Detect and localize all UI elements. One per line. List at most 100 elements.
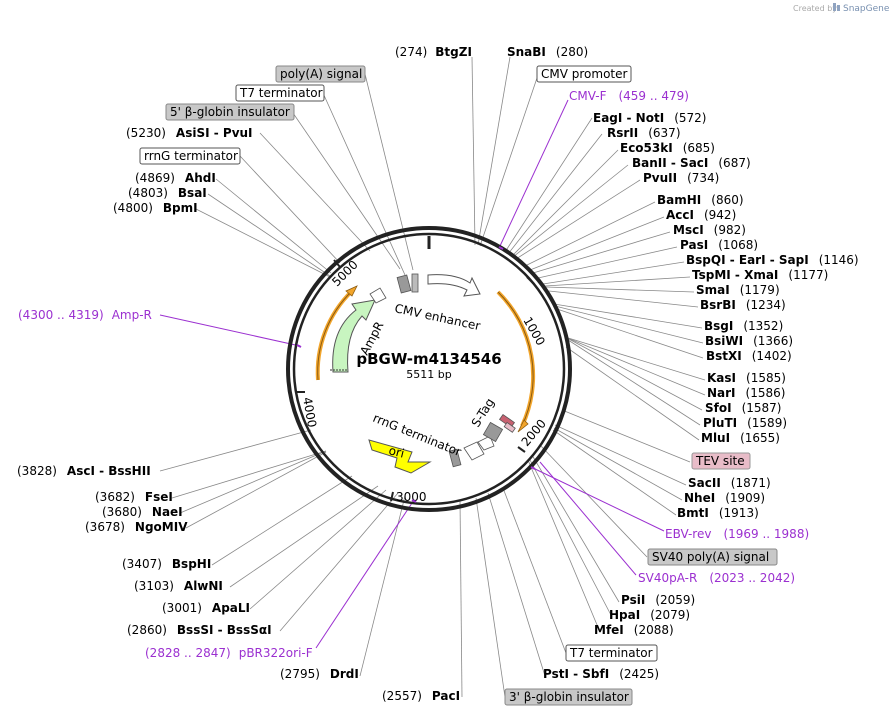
enzyme-label: PluTI(1589) — [703, 416, 787, 430]
enzyme-label: MscI(982) — [673, 223, 746, 237]
polya-signal-feature — [396, 274, 412, 294]
t7-terminator-feature — [448, 448, 462, 468]
enzyme-label: (3828)AscI - BssHII — [17, 464, 151, 478]
feature-label: SV40 poly(A) signal — [652, 550, 769, 564]
enzyme-label: (4869)AhdI — [135, 171, 216, 185]
enzyme-label: (3682)FseI — [95, 490, 173, 504]
stag-feature — [498, 413, 516, 429]
orf-arrow-right — [517, 419, 529, 433]
feature-box — [565, 644, 658, 662]
feature-box — [275, 65, 366, 83]
enzyme-label: EagI - NotI(572) — [593, 111, 706, 125]
tick-label-4000: 4000 — [300, 396, 319, 429]
orf-arrow-left — [345, 285, 358, 297]
enzyme-label: BspQI - EarI - SapI(1146) — [686, 253, 859, 267]
feature-box — [235, 84, 325, 102]
primer-label: CMV-F(459 .. 479) — [569, 89, 689, 103]
enzyme-label: SnaBI(280) — [507, 45, 588, 59]
enzyme-label: Eco53kI(685) — [620, 141, 715, 155]
enzyme-label: BsgI(1352) — [704, 319, 783, 333]
enzyme-label: (2557)PacI — [382, 689, 460, 703]
enzyme-label: (274)BtgZI — [395, 45, 472, 59]
label-ori: ori — [387, 443, 406, 460]
enzyme-label: (3407)BspHI — [122, 557, 211, 571]
enzyme-label: (5230)AsiSI - PvuI — [126, 126, 253, 140]
enzyme-label: (2795)DrdI — [280, 667, 359, 681]
enzyme-label: PstI - SbfI(2425) — [543, 667, 659, 681]
enzyme-label: (3103)AlwNI — [134, 579, 223, 593]
orf-arc-right-edge — [497, 291, 534, 427]
tev-site-feature — [503, 421, 516, 433]
feature-label: T7 terminator — [569, 646, 653, 660]
primer-label: (4300 .. 4319)Amp-R — [18, 308, 152, 322]
enzyme-label: NheI(1909) — [684, 491, 765, 505]
leader-lines — [159, 56, 706, 698]
feature-box — [536, 65, 632, 83]
label-cmv-enhancer: CMV enhancer — [393, 301, 481, 333]
primer-labels: CMV-F(459 .. 479) (4300 .. 4319)Amp-R EB… — [18, 89, 809, 660]
primer-label: EBV-rev(1969 .. 1988) — [665, 527, 809, 541]
snapgene-brand: SnapGene — [843, 4, 890, 14]
enzyme-label: BmtI(1913) — [677, 506, 759, 520]
feature-label: TEV site — [695, 454, 745, 468]
enzyme-label: RsrII(637) — [607, 126, 681, 140]
feature-box — [504, 688, 633, 706]
feature-label: poly(A) signal — [280, 67, 362, 81]
feature-label: CMV promoter — [541, 67, 628, 81]
feature-label: rrnG terminator — [144, 149, 238, 163]
t7-terminator-arrow — [369, 287, 387, 304]
feature-box — [165, 103, 295, 121]
primer-label: SV40pA-R(2023 .. 2042) — [638, 571, 795, 585]
enzyme-label: TspMI - XmaI(1177) — [692, 268, 828, 282]
insulator-feature — [411, 273, 419, 293]
enzyme-label: (4800)BpmI — [113, 201, 198, 215]
ori-arrow — [368, 439, 432, 474]
feature-box — [139, 147, 241, 165]
tick-label-3000: 3000 — [396, 490, 427, 504]
primer-label: (2828 .. 2847)pBR322ori-F — [145, 646, 313, 660]
enzyme-label: PsiI(2059) — [621, 593, 695, 607]
enzyme-label: SacII(1871) — [688, 476, 771, 490]
plasmid-length: 5511 bp — [406, 368, 451, 381]
enzyme-label: (3680)NaeI — [102, 505, 183, 519]
enzyme-label: BsiWI(1366) — [705, 334, 793, 348]
feature-box — [691, 452, 751, 470]
snapgene-logo-icon — [833, 3, 840, 11]
enzyme-label: MluI(1655) — [701, 431, 780, 445]
enzyme-label: KasI(1585) — [707, 371, 786, 385]
cmv-enhancer-arrow — [427, 274, 481, 297]
enzyme-label: BamHI(860) — [657, 193, 744, 207]
enzyme-label: PasI(1068) — [680, 238, 758, 252]
enzyme-label: HpaI(2079) — [609, 608, 690, 622]
enzyme-label: (3001)ApaLI — [162, 601, 250, 615]
backbone-inner — [292, 232, 566, 506]
primer-marks — [296, 246, 536, 503]
ticks — [296, 259, 535, 502]
backbone-outer — [286, 226, 572, 512]
enzyme-label: (3678)NgoMIV — [85, 520, 188, 534]
enzyme-label: BstXI(1402) — [706, 349, 792, 363]
orf-arc-left-edge — [317, 290, 353, 381]
enzyme-label: SfoI(1587) — [705, 401, 781, 415]
enzyme-label: SmaI(1179) — [696, 283, 780, 297]
created-by-text: Created by — [793, 4, 837, 13]
feature-label: 5' β-globin insulator — [170, 105, 290, 119]
sv40-polya-arrow — [463, 441, 485, 461]
feature-labels: CMV promoter poly(A) signal T7 terminato… — [139, 65, 778, 706]
enzyme-labels: (274)BtgZI SnaBI(280) EagI - NotI(572) R… — [17, 45, 859, 703]
enzyme-label: PvuII(734) — [643, 171, 719, 185]
enzyme-label: BanII - SacI(687) — [632, 156, 751, 170]
enzyme-label: NarI(1586) — [707, 386, 785, 400]
plasmid-name: pBGW-m4134546 — [356, 350, 501, 368]
enzyme-label: BsrBI(1234) — [700, 298, 786, 312]
feature-box — [647, 548, 778, 566]
feature-label: T7 terminator — [239, 86, 323, 100]
enzyme-label: (4803)BsaI — [128, 186, 207, 200]
orf-arc-right — [496, 290, 536, 427]
insulator-lower-feature — [482, 421, 504, 443]
rrng-small-arrow — [477, 435, 495, 451]
enzyme-label: (2860)BssSI - BssSαI — [127, 623, 272, 637]
feature-label: 3' β-globin insulator — [509, 690, 629, 704]
primer-lines — [159, 99, 665, 649]
